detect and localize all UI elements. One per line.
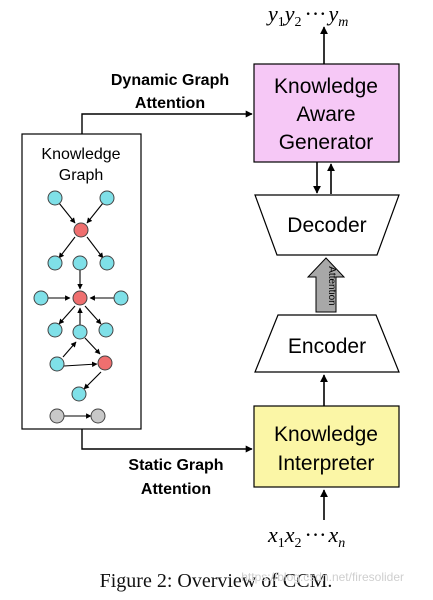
attention-arrow-label: Attention xyxy=(326,266,337,305)
watermark: https://blog.csdn.net/firesolider xyxy=(241,570,404,584)
graph-node xyxy=(72,255,88,271)
graph-node xyxy=(71,386,87,402)
graph-node xyxy=(47,255,63,271)
generator-label-line1: Knowledge xyxy=(274,75,378,98)
graph-node xyxy=(47,190,63,206)
attention-arrow xyxy=(306,257,346,313)
graph-edge xyxy=(62,341,77,358)
graph-node-central xyxy=(72,290,88,306)
graph-node xyxy=(99,255,115,271)
graph-edges xyxy=(48,202,114,419)
graph-node xyxy=(49,356,65,372)
encoder-label: Encoder xyxy=(288,335,366,358)
graph-edge xyxy=(58,202,76,224)
graph-edge xyxy=(86,202,104,224)
graph-node xyxy=(47,322,63,338)
graph-node-central xyxy=(73,222,89,238)
generator-label-line2: Aware xyxy=(296,103,355,126)
graph-node xyxy=(99,190,115,206)
knowledge-graph-title-line2: Graph xyxy=(59,167,103,184)
dynamic-attention-label-line2: Attention xyxy=(135,95,205,112)
interpreter-label-line2: Interpreter xyxy=(278,452,375,475)
knowledge-interpreter-box xyxy=(253,405,400,488)
knowledge-graph-panel xyxy=(21,133,142,430)
static-attention-arrow xyxy=(81,429,253,453)
knowledge-graph-title-line1: Knowledge xyxy=(41,146,120,163)
graph-edge xyxy=(83,371,102,390)
graph-node-inactive xyxy=(49,408,65,424)
dynamic-attention-label-line1: Dynamic Graph xyxy=(111,72,229,89)
graph-node-central xyxy=(97,355,113,371)
graph-node xyxy=(98,322,114,338)
input-sequence-label: x1x2···xn xyxy=(267,522,345,551)
graph-node xyxy=(113,290,129,306)
interpreter-label-line1: Knowledge xyxy=(274,423,378,446)
graph-node xyxy=(33,290,49,306)
graph-edge xyxy=(86,236,104,259)
output-sequence-label: y1y2···ym xyxy=(266,1,348,30)
decoder-block xyxy=(254,194,400,256)
graph-edge xyxy=(84,305,102,325)
generator-label-line3: Generator xyxy=(279,131,374,154)
graph-node-inactive xyxy=(90,408,106,424)
graph-edge xyxy=(63,361,98,368)
graph-edge xyxy=(58,236,76,259)
encoder-block xyxy=(254,314,400,373)
dynamic-attention-arrow xyxy=(81,110,253,134)
figure-caption: Figure 2: Overview of CCM. xyxy=(100,570,333,592)
graph-edge xyxy=(84,337,101,355)
graph-node xyxy=(72,324,88,340)
knowledge-aware-generator-box xyxy=(253,63,400,163)
static-attention-label-line2: Attention xyxy=(141,481,211,498)
static-attention-label-line1: Static Graph xyxy=(128,457,223,474)
graph-nodes xyxy=(33,190,129,424)
decoder-label: Decoder xyxy=(287,214,366,237)
graph-edge xyxy=(58,305,76,325)
